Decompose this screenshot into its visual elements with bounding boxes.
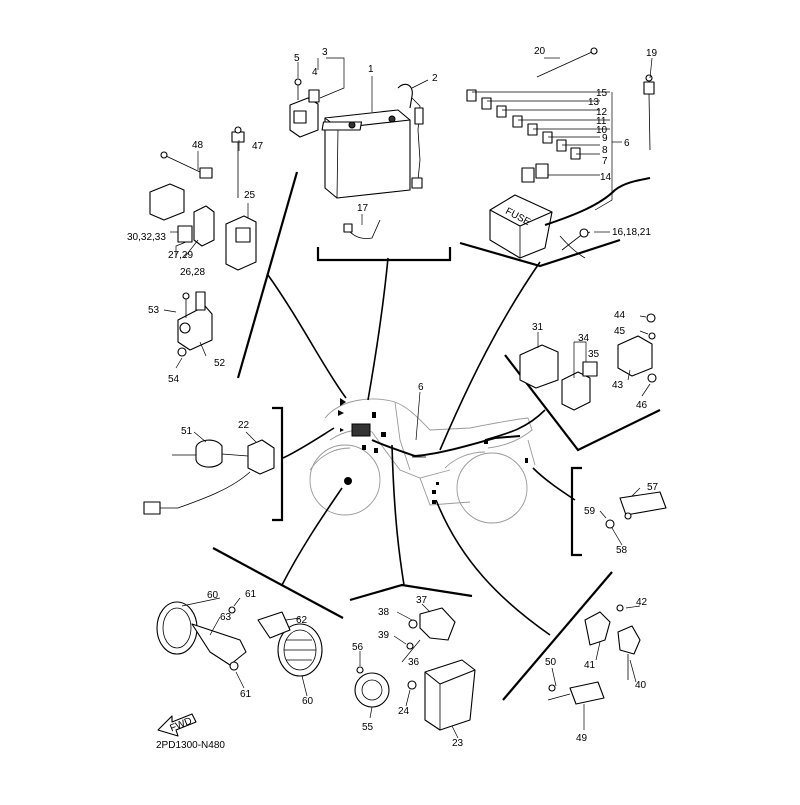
callout-24: 24: [398, 706, 410, 717]
callout-16-18-21: 16,18,21: [612, 227, 651, 238]
callout-35: 35: [588, 349, 600, 360]
battery-cable[interactable]: [397, 83, 424, 189]
fuse-row[interactable]: [466, 89, 581, 183]
callout-60b: 60: [302, 696, 314, 707]
callout-13: 13: [588, 97, 600, 108]
callout-60a: 60: [207, 590, 219, 601]
reflector-left[interactable]: [156, 601, 247, 671]
pointer-arrows: [267, 257, 576, 636]
callout-43: 43: [612, 380, 624, 391]
callout-4: 4: [312, 67, 318, 78]
callout-19: 19: [646, 48, 658, 59]
leader-lines: [163, 57, 653, 739]
sensor-group-bottom-right[interactable]: [547, 604, 641, 705]
callout-59: 59: [584, 506, 596, 517]
callout-49: 49: [576, 733, 588, 744]
callout-36: 36: [408, 657, 420, 668]
callout-62: 62: [296, 615, 308, 626]
callout-17: 17: [357, 203, 369, 214]
relay-group-left[interactable]: [149, 183, 257, 271]
callout-26-28: 26,28: [180, 267, 205, 278]
reflector-right[interactable]: [257, 611, 323, 677]
callout-3: 3: [322, 47, 328, 58]
callout-55: 55: [362, 722, 374, 733]
callout-31: 31: [532, 322, 544, 333]
battery[interactable]: [321, 109, 411, 199]
forward-arrow-icon: FWD: [157, 713, 197, 737]
callout-11: 11: [596, 116, 607, 127]
diagram-code: 2PD1300-N480: [156, 740, 225, 751]
callout-41: 41: [584, 660, 596, 671]
callout-61b: 61: [240, 689, 252, 700]
callout-61a: 61: [245, 589, 257, 600]
callout-15: 15: [596, 88, 608, 99]
callout-2: 2: [432, 73, 438, 84]
callout-22: 22: [238, 420, 250, 431]
callout-56: 56: [352, 642, 364, 653]
callout-52: 52: [214, 358, 226, 369]
callout-42: 42: [636, 597, 648, 608]
callout-54: 54: [168, 374, 180, 385]
cable-tie[interactable]: [536, 47, 598, 78]
speed-sensor[interactable]: [177, 291, 213, 357]
reflector-rear[interactable]: [605, 491, 667, 529]
callout-34: 34: [578, 333, 590, 344]
horn[interactable]: [354, 666, 390, 708]
callout-37: 37: [416, 595, 428, 606]
callout-39: 39: [378, 630, 390, 641]
callout-53: 53: [148, 305, 160, 316]
callout-48: 48: [192, 140, 204, 151]
callout-25: 25: [244, 190, 256, 201]
sensor-rod-47[interactable]: [231, 126, 245, 198]
callout-58: 58: [616, 545, 628, 556]
callout-14: 14: [600, 172, 612, 183]
callout-6a: 6: [624, 138, 630, 149]
callout-50: 50: [545, 657, 557, 668]
fuse-wire-harness: [544, 177, 651, 259]
callout-6b: 6: [418, 382, 424, 393]
callout-51: 51: [181, 426, 193, 437]
callout-63: 63: [220, 612, 232, 623]
callout-10: 10: [596, 125, 608, 136]
callout-5: 5: [294, 53, 300, 64]
callout-20: 20: [534, 46, 546, 57]
ecu[interactable]: [407, 659, 476, 731]
group-brackets: [212, 171, 661, 701]
callout-27-29: 27,29: [168, 250, 193, 261]
callout-44: 44: [614, 310, 626, 321]
callout-40: 40: [635, 680, 647, 691]
callout-47: 47: [252, 141, 264, 152]
callout-45: 45: [614, 326, 626, 337]
callout-numbers: 1 2 3 4 5 6 6 7 8 9 10 11 12 13 14 15 16…: [127, 46, 659, 749]
relay-group-right[interactable]: [519, 313, 657, 411]
bracket-37[interactable]: [406, 607, 456, 650]
sensor-harness[interactable]: [143, 439, 275, 515]
ground-lead[interactable]: [561, 228, 591, 251]
callout-57: 57: [647, 482, 659, 493]
callout-38: 38: [378, 607, 390, 618]
callout-7: 7: [602, 156, 608, 167]
callout-9: 9: [602, 133, 608, 144]
fuse-holder-clip[interactable]: [643, 74, 655, 151]
starter-relay[interactable]: [289, 78, 320, 138]
fuse-box[interactable]: FUSE: [489, 194, 553, 259]
callout-1: 1: [368, 64, 374, 75]
motorcycle-outline: [309, 398, 536, 524]
callout-12: 12: [596, 107, 608, 118]
callout-23: 23: [452, 738, 464, 749]
callout-46: 46: [636, 400, 648, 411]
callout-8: 8: [602, 145, 608, 156]
sensor-lead-48[interactable]: [160, 151, 213, 179]
wire-clip-17[interactable]: [343, 219, 381, 239]
callout-30-32-33: 30,32,33: [127, 232, 166, 243]
